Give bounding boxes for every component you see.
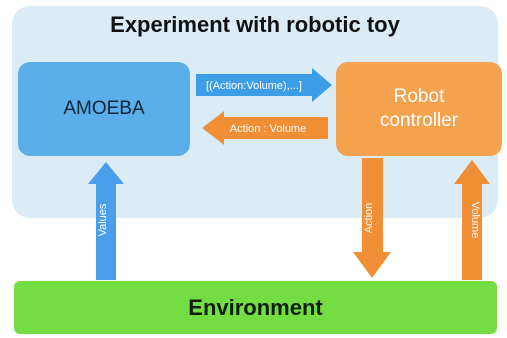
arrow-to-amoeba <box>202 111 328 145</box>
arrow-to-robot-label: [(Action:Volume),...] <box>206 80 302 92</box>
robot-label-line2: controller <box>379 110 459 131</box>
volume-arrow-label: Volume <box>469 202 481 239</box>
arrow-to-amoeba-label: Action : Volume <box>230 123 306 135</box>
values-arrow <box>88 162 124 280</box>
environment-label: Environment <box>188 294 323 320</box>
amoeba-box: AMOEBA <box>18 62 190 156</box>
robot-controller-box: Robot controller <box>336 62 502 156</box>
robot-label-line1: Robot <box>393 86 445 108</box>
environment-box: Environment <box>14 281 497 334</box>
volume-arrow <box>454 160 490 280</box>
values-arrow-label: Values <box>97 203 109 236</box>
action-arrow <box>353 158 391 278</box>
action-arrow-label: Action <box>363 203 375 234</box>
diagram-title: Experiment with robotic toy <box>110 12 400 37</box>
amoeba-label: AMOEBA <box>63 98 145 119</box>
arrow-to-robot <box>196 68 332 102</box>
